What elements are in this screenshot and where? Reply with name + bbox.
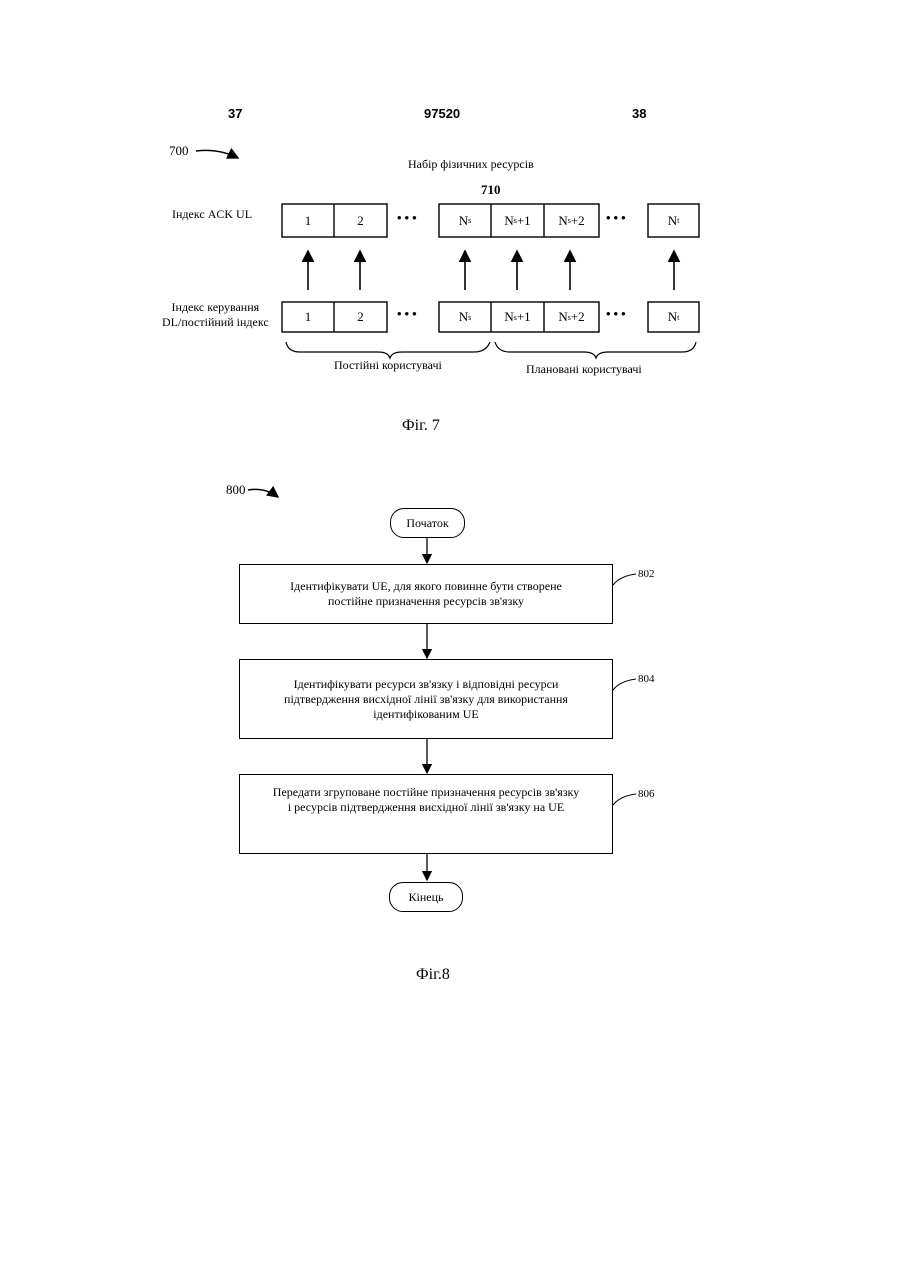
ack-cell-2: 2 xyxy=(334,204,387,237)
ack-cell-1: 1 xyxy=(282,204,334,237)
ack-ellipsis-1: ••• xyxy=(397,210,420,226)
dl-cell-ns-plus-1: Ns+1 xyxy=(491,302,544,332)
dl-cell-ns: Ns xyxy=(439,302,491,332)
ref-700-arrow xyxy=(196,150,238,158)
fig7-caption: Фіг. 7 xyxy=(402,417,440,435)
dl-control-index-label: Індекс керуванняDL/постійний індекс xyxy=(162,300,269,330)
ref-800-arrow xyxy=(248,489,278,497)
resource-set-title: Набір фізичних ресурсів xyxy=(408,157,534,172)
step-804-box: Ідентифікувати ресурси зв'язку і відпові… xyxy=(239,659,613,739)
step-802-box: Ідентифікувати UE, для якого повинне бут… xyxy=(239,564,613,624)
step-802-ref: 802 xyxy=(638,568,655,580)
dl-cell-2: 2 xyxy=(334,302,387,332)
ack-cell-ns-plus-2: Ns+2 xyxy=(544,204,599,237)
resource-set-ref: 710 xyxy=(481,182,501,198)
ack-cell-nt: Nt xyxy=(648,204,699,237)
dl-ellipsis-2: ••• xyxy=(606,306,629,322)
dl-ellipsis-1: ••• xyxy=(397,306,420,322)
brace-persistent xyxy=(286,342,490,358)
ack-ul-index-label: Індекс ACK UL xyxy=(172,207,252,222)
persistent-users-label: Постійні користувачі xyxy=(334,358,442,373)
dl-cell-nt: Nt xyxy=(648,302,699,332)
start-terminal: Початок xyxy=(390,508,465,538)
ack-cell-ns: Ns xyxy=(439,204,491,237)
scheduled-users-label: Плановані користувачі xyxy=(526,362,642,377)
mapping-arrows xyxy=(308,251,674,290)
step-806-ref: 806 xyxy=(638,788,655,800)
ack-ellipsis-2: ••• xyxy=(606,210,629,226)
step-806-box: Передати згруповане постійне призначення… xyxy=(239,774,613,854)
step-804-ref: 804 xyxy=(638,673,655,685)
fig8-caption: Фіг.8 xyxy=(416,966,450,984)
dl-cell-1: 1 xyxy=(282,302,334,332)
ack-cell-ns-plus-1: Ns+1 xyxy=(491,204,544,237)
dl-cell-ns-plus-2: Ns+2 xyxy=(544,302,599,332)
fig8-ref-number: 800 xyxy=(226,482,246,498)
ref-leaders xyxy=(613,574,636,805)
end-terminal: Кінець xyxy=(389,882,463,912)
brace-scheduled xyxy=(495,342,696,358)
fig7-ref-number: 700 xyxy=(169,143,189,159)
